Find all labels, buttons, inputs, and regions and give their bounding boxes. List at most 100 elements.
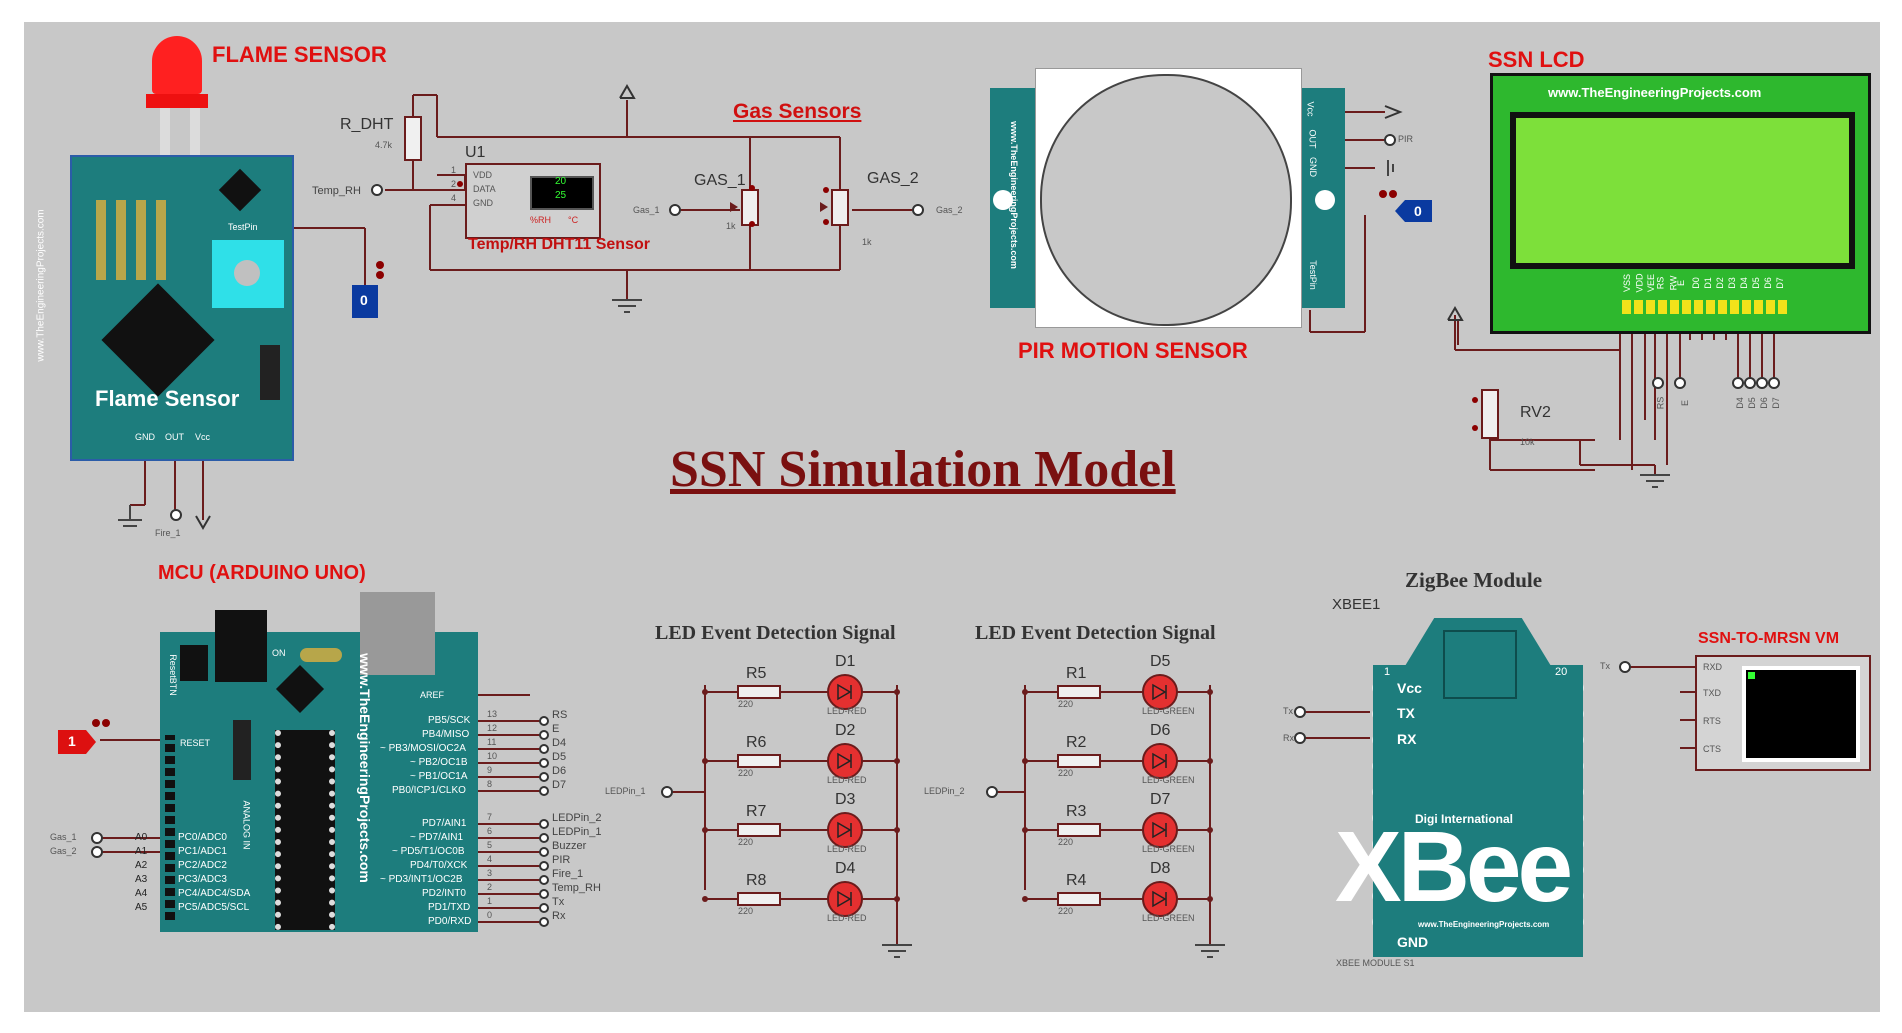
led-resistor-value: 220 (738, 837, 754, 847)
flame-sensor-heading: FLAME SENSOR (212, 42, 387, 67)
lcd-net-d7: D7 (1770, 397, 1781, 409)
mcu-right-pin: ~ PB3/MOSI/OC2A (380, 743, 466, 754)
arduino-crystal (300, 648, 342, 662)
led-bank-2-heading: LED Event Detection Signal (975, 622, 1216, 644)
mcu-right-pin: ~ PD7/AIN1 (410, 832, 464, 843)
led-junction (1207, 896, 1213, 902)
mcu-left-pin: PC2/ADC2 (178, 860, 227, 871)
vm-net-tx: Tx (1600, 661, 1610, 671)
mcu-right-pin: PD2/INT0 (422, 888, 466, 899)
page-title: SSN Simulation Model (670, 441, 1176, 498)
vm-cursor (1748, 672, 1755, 679)
led-icon (1142, 674, 1178, 710)
led-type: LED-GREEN (1142, 706, 1195, 716)
pir-board-hole-left (993, 190, 1013, 210)
led-icon (1142, 881, 1178, 917)
mcu-right-pin: PB0/ICP1/CLKO (392, 785, 466, 796)
lcd-pin-vdd: VDD (1634, 273, 1645, 293)
mcu-right-pin-number: 13 (487, 709, 498, 719)
mcu-pin-terminal (539, 875, 549, 885)
led-bank-1-heading: LED Event Detection Signal (655, 622, 896, 644)
mcu-right-pin: PD0/RXD (428, 916, 472, 927)
mcu-left-pin: PC3/ADC3 (178, 874, 227, 885)
mcu-left-net: Gas_1 (50, 832, 77, 842)
zigbee-pin-20: 20 (1555, 666, 1568, 678)
mcu-pin-terminal (539, 889, 549, 899)
mcu-right-net: PIR (552, 854, 571, 866)
pir-board-hole-right (1315, 190, 1335, 210)
mcu-pin-terminal (539, 847, 549, 857)
lcd-pin-d2: D2 (1714, 277, 1725, 289)
vm-heading: SSN-TO-MRSN VM (1698, 630, 1840, 647)
led-resistor-ref: R4 (1066, 872, 1087, 889)
pir-pin-vcc: Vcc (1305, 101, 1316, 117)
led-type: LED-RED (827, 913, 867, 923)
dht-pin-number-1: 1 (451, 165, 457, 175)
led-diode-symbol (837, 752, 852, 770)
mcu-right-net: E (552, 723, 560, 735)
mcu-left-pin: PC0/ADC0 (178, 832, 227, 843)
led-ref: D5 (1150, 653, 1171, 670)
led-diode-symbol (837, 890, 852, 908)
led-resistor-ref: R5 (746, 665, 767, 682)
dht-pin-number-4: 4 (451, 193, 457, 203)
led-ref: D3 (835, 791, 856, 808)
mcu-left-pin-number: A4 (135, 888, 148, 899)
lcd-pin-d4: D4 (1738, 277, 1749, 289)
mcu-right-pin: PB4/MISO (422, 729, 470, 740)
led-resistor-ref: R6 (746, 734, 767, 751)
led-junction (1022, 896, 1028, 902)
led-resistor-value: 220 (1058, 768, 1074, 778)
led-type: LED-GREEN (1142, 913, 1195, 923)
mcu-left-pin-number: A0 (135, 832, 148, 843)
led-ref: D7 (1150, 791, 1171, 808)
dht-resistor-value: 4.7k (375, 140, 393, 150)
mcu-heading: MCU (ARDUINO UNO) (158, 562, 366, 584)
lcd-pot-ref: RV2 (1520, 404, 1551, 421)
flame-pin-out: OUT (165, 432, 184, 442)
lcd-pin-d1: D1 (1702, 277, 1713, 289)
led-resistor-value: 220 (738, 699, 754, 709)
led-resistor (1057, 685, 1101, 699)
led-junction (1207, 689, 1213, 695)
led-type: LED-RED (827, 844, 867, 854)
mcu-right-net: D4 (552, 737, 567, 749)
mcu-right-net: Fire_1 (552, 868, 584, 880)
mcu-pin-terminal (539, 772, 549, 782)
mcu-right-pin: ~ PD3/INT1/OC2B (380, 874, 463, 885)
led-icon (1142, 743, 1178, 779)
zigbee-url: www.TheEngineeringProjects.com (1418, 920, 1550, 929)
mcu-pin-terminal (539, 716, 549, 726)
dht-unit-rh: %RH (530, 215, 552, 225)
led-resistor (1057, 823, 1101, 837)
dht-readout-rh: 20 (555, 176, 567, 187)
mcu-left-pin-number: A5 (135, 902, 148, 913)
pir-lens (1040, 74, 1292, 326)
mcu-right-pin-number: 10 (487, 751, 498, 761)
led-type: LED-GREEN (1142, 775, 1195, 785)
mcu-right-pin-number: 8 (487, 779, 493, 789)
gas-sensor-1-value: 1k (726, 221, 736, 231)
dht-readout-temp: 25 (555, 190, 567, 201)
lcd-pin-d3: D3 (1726, 277, 1737, 289)
flame-led-leg-right (190, 108, 200, 163)
arduino-reset-button[interactable] (180, 645, 208, 681)
mcu-right-pin: ~ PD5/T1/OC0B (392, 846, 465, 857)
flame-board-diode (260, 345, 280, 400)
mcu-right-pin-number: 7 (487, 812, 493, 822)
led-diode-symbol (1152, 752, 1167, 770)
arduino-diode (233, 720, 251, 780)
arduino-power-jack (215, 610, 267, 682)
dht-pin-vdd: VDD (473, 170, 493, 180)
led-junction (894, 689, 900, 695)
led-resistor (737, 892, 781, 906)
mcu-pin-terminal (539, 917, 549, 927)
lcd-pot-value: 10k (1520, 437, 1535, 447)
flame-led-base (146, 94, 208, 108)
gas-sensors-heading: Gas Sensors (733, 100, 862, 123)
arduino-on-label: ON (272, 648, 286, 658)
dht-pin-number-2: 2 (451, 179, 457, 189)
led-resistor-ref: R3 (1066, 803, 1087, 820)
gas-sensor-1-ref: GAS_1 (694, 172, 746, 189)
led-resistor (1057, 754, 1101, 768)
